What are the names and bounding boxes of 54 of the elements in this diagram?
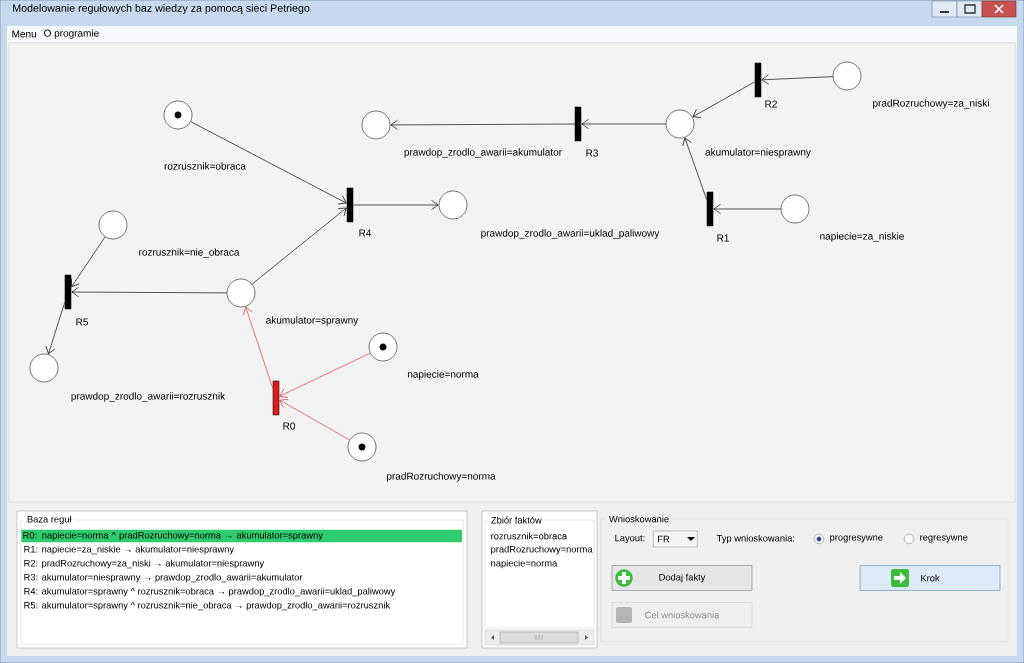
arrow xyxy=(682,137,708,201)
place-label: rozrusznik=nie_obraca xyxy=(139,248,240,258)
radio-button: progresywne xyxy=(813,533,883,545)
place-label: akumulator=niesprawny xyxy=(705,148,811,158)
place-label: napiecie=norma xyxy=(407,370,479,380)
arrow xyxy=(71,236,106,287)
arrow xyxy=(243,306,274,389)
place-label: pradRozruchowy=norma xyxy=(387,472,496,482)
transition-label: R1 xyxy=(717,234,729,242)
add-facts-button: Dodaj fakty xyxy=(611,565,753,591)
list-item: R2: pradRozruchowy=za_niski → akumulator=niesprawny xyxy=(24,559,265,569)
place-label: rozrusznik=obraca xyxy=(164,162,246,170)
transition-label: R5 xyxy=(76,318,88,326)
place-label: prawdop_zrodlo_awarii=rozrusznik xyxy=(71,392,226,402)
arrow xyxy=(390,119,576,130)
step-button: Krok xyxy=(859,565,1001,591)
radio-button: regresywne xyxy=(903,533,968,545)
transition-label: R3 xyxy=(586,149,598,157)
arrow xyxy=(279,399,350,441)
window-title: Modelowanie regułowych baz wiedzy za pomocą sieci Petriego xyxy=(13,4,310,14)
transition-label: R0 xyxy=(283,422,295,430)
list-item: pradRozruchowy=norma xyxy=(491,545,593,555)
arrow xyxy=(251,207,347,285)
arrow xyxy=(761,74,834,85)
arrow xyxy=(190,121,347,205)
arrow xyxy=(581,119,667,129)
place-label: napiecie=za_niskie xyxy=(820,232,904,242)
arrow xyxy=(352,200,439,210)
field-label: Layout: xyxy=(615,534,645,544)
arrow xyxy=(713,204,782,214)
transition-label: R2 xyxy=(765,100,777,108)
place-label: pradRozruchowy=za_niski xyxy=(873,99,989,109)
place-label: prawdop_zrodlo_awarii=akumulator xyxy=(404,148,562,158)
menu-item: Menu xyxy=(12,30,36,38)
place-label: akumulator=sprawny xyxy=(266,316,359,326)
arrow xyxy=(692,81,756,118)
list-item: rozrusznik=obraca xyxy=(491,532,568,540)
arrow xyxy=(279,352,371,398)
panel-heading: Zbiór faktów xyxy=(488,515,545,525)
list-item: R3: akumulator=niesprawny → prawdop_zrodlo_awarii=akumulator xyxy=(24,573,303,583)
goal-button: Cel wnioskowania xyxy=(611,602,753,628)
list-item: R1: napiecie=za_niskie → akumulator=niesprawny xyxy=(24,545,234,555)
panel-heading: Baza reguł xyxy=(24,514,75,526)
list-item: R5: akumulator=sprawny ^ rozrusznik=nie_obraca → prawdop_zrodlo_awarii=rozrusznik xyxy=(24,601,391,611)
menu-item: O programie xyxy=(44,29,99,39)
panel-heading: Wnioskowanie xyxy=(606,514,672,524)
field-label: Typ wnioskowania: xyxy=(716,534,795,544)
dropdown: FR xyxy=(653,530,698,548)
list-item: napiecie=norma xyxy=(491,559,558,569)
place-label: prawdop_zrodlo_awarii=uklad_paliwowy xyxy=(481,229,660,239)
transition-label: R4 xyxy=(359,229,372,237)
arrow xyxy=(45,302,66,355)
arrow xyxy=(71,287,228,298)
list-item: R4: akumulator=sprawny ^ rozrusznik=obraca → prawdop_zrodlo_awarii=uklad_paliwowy xyxy=(24,587,396,597)
